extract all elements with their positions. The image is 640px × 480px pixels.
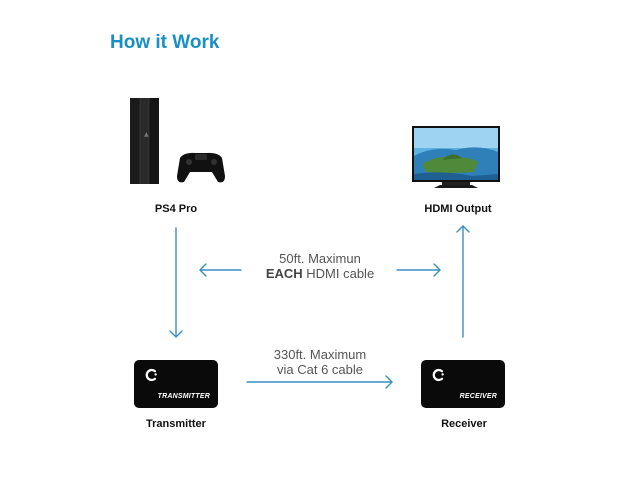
cat6-length-line1: 330ft. Maximum [273,347,367,362]
brand-logo-icon [432,368,444,382]
svg-text:▲: ▲ [144,131,149,138]
hdmi-length-line1: 50ft. Maximun [279,251,361,266]
ps4-console-icon: ▲ [130,98,225,184]
each-emphasis: EACH [265,266,303,281]
receiver-label: Receiver [441,418,487,430]
tv-icon [412,126,500,188]
receiver-device: RECEIVER [421,360,505,408]
receiver-box-text: RECEIVER [459,393,497,400]
transmitter-device: TRANSMITTER [134,360,218,408]
hdmi-output-label: HDMI Output [424,203,492,215]
cat6-length-line2: via Cat 6 cable [277,362,363,377]
hdmi-cable-text: HDMI cable [302,266,375,281]
up-arrow-to-output [456,225,470,338]
left-arrow-hdmi [199,263,242,277]
right-arrow-hdmi [396,263,441,277]
hdmi-length-note: 50ft. Maximun EACH HDMI cable [245,251,395,281]
ps4-pro-label: PS4 Pro [154,203,198,215]
right-arrow-cat6 [246,375,393,389]
cat6-length-note: 330ft. Maximum via Cat 6 cable [245,347,395,377]
hdmi-length-line2: EACH HDMI cable [245,266,395,281]
down-arrow-to-transmitter [169,227,183,338]
transmitter-label: Transmitter [146,418,206,430]
brand-logo-icon [145,368,157,382]
transmitter-box-text: TRANSMITTER [157,393,210,400]
page-title: How it Work [110,32,220,53]
